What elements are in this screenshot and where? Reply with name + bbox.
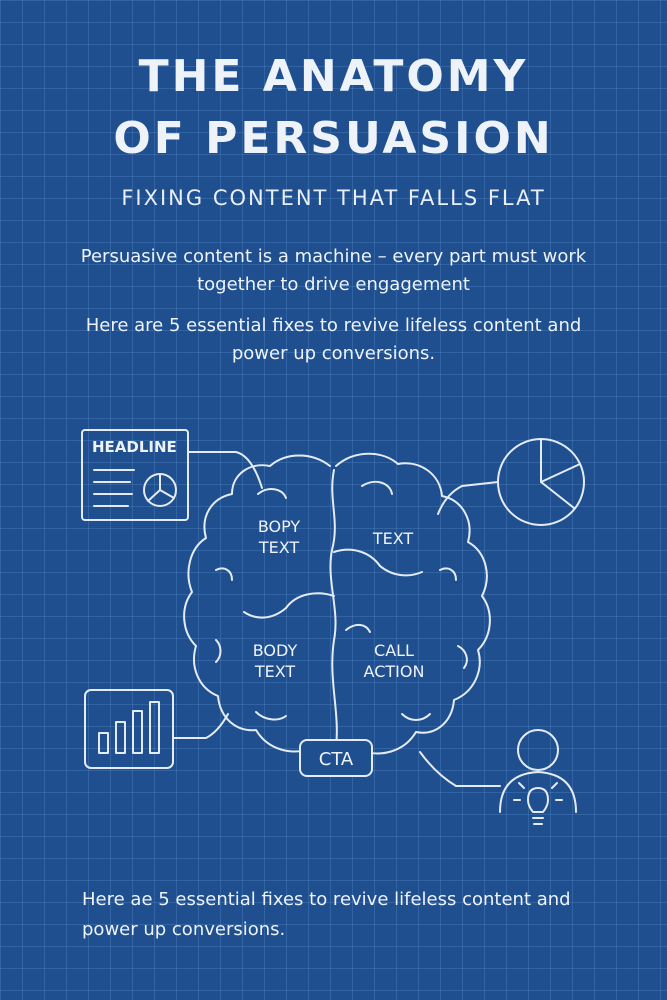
- footer-text: Here ae 5 essential fixes to revive life…: [82, 889, 571, 940]
- brain-right-hemisphere: [335, 452, 491, 757]
- connector-pie: [437, 481, 499, 515]
- cta-button-label: CTA: [319, 749, 354, 770]
- brain-icon: [183, 452, 491, 757]
- cta-button[interactable]: CTA: [299, 739, 373, 777]
- connector-headline: [187, 451, 263, 489]
- connector-bar: [172, 713, 229, 739]
- headline-card-icon: HEADLINE: [81, 429, 189, 521]
- connector-user: [419, 751, 501, 787]
- title-line-1: THE ANATOMY: [138, 51, 529, 102]
- brain-upper-left-line2: TEXT: [258, 538, 300, 557]
- headline-card-label: HEADLINE: [92, 438, 177, 456]
- brain-lower-right-line2: ACTION: [364, 662, 425, 681]
- brain-left-hemisphere: [183, 454, 337, 757]
- brain-lower-right-line1: CALL: [374, 641, 414, 660]
- title-line-2: OF PERSUASION: [113, 113, 554, 164]
- intro-paragraph-2: Here are 5 essential fixes to revive lif…: [85, 315, 582, 364]
- pie-chart-icon: [497, 438, 585, 526]
- brain-upper-left-line1: BOPY: [258, 517, 301, 536]
- user-lightbulb-icon: [499, 729, 577, 825]
- brain-upper-right-label: TEXT: [372, 529, 414, 548]
- subtitle: FIXING CONTENT THAT FALLS FLAT: [121, 186, 546, 210]
- brain-lower-left-line2: TEXT: [254, 662, 296, 681]
- brain-lower-left-line1: BODY: [253, 641, 298, 660]
- intro-paragraph-1: Persuasive content is a machine – every …: [80, 246, 587, 295]
- bar-chart-icon: [84, 689, 174, 769]
- persuasion-diagram: HEADLINE: [81, 429, 585, 825]
